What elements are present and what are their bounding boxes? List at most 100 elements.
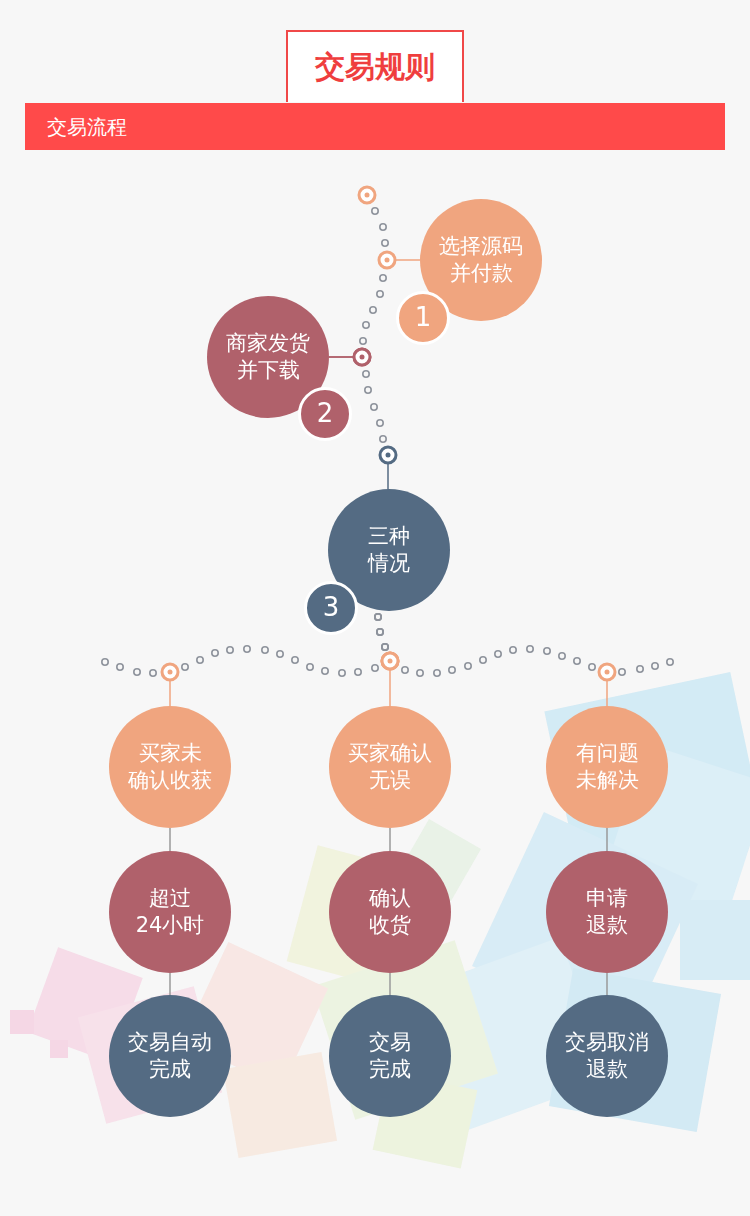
circle-shape <box>329 706 451 828</box>
connector-line <box>169 973 171 995</box>
circle-fill <box>109 995 231 1117</box>
joint-center <box>605 670 610 675</box>
joint-center <box>360 355 365 360</box>
step-label: 申请 退款 <box>586 885 628 940</box>
chain-dot <box>382 240 388 246</box>
connector-line <box>606 680 608 706</box>
section-band: 交易流程 <box>25 103 725 150</box>
flow-connector <box>170 828 171 851</box>
chain-dot <box>495 651 501 657</box>
chain-dot <box>667 659 673 665</box>
chain-dot <box>134 669 140 675</box>
circle-fill <box>329 851 451 973</box>
chain-dot <box>150 670 156 676</box>
step-circle: 商家发货 并下载2 <box>207 296 329 418</box>
chain-dot <box>449 667 455 673</box>
circle-fill <box>329 706 451 828</box>
connector-line <box>329 356 354 358</box>
step-label: 三种 情况 <box>368 523 410 578</box>
chain-dot <box>371 404 377 410</box>
circle-shape <box>329 995 451 1117</box>
joint-center <box>386 453 391 458</box>
chain-dot <box>372 208 378 214</box>
chain-dot <box>377 629 383 635</box>
joint-ring <box>382 653 398 669</box>
step-label: 买家未 确认收获 <box>128 740 212 795</box>
callout-number: 1 <box>415 301 432 335</box>
joint-center <box>168 670 173 675</box>
chain-dot <box>182 664 188 670</box>
chain-dot <box>434 670 440 676</box>
step-circle: 确认 收货 <box>329 851 451 973</box>
chain-dot <box>559 653 565 659</box>
step-circle: 申请 退款 <box>546 851 668 973</box>
step-circle: 选择源码 并付款1 <box>420 199 542 321</box>
title-box: 交易规则 <box>286 30 464 102</box>
chain-dot <box>377 629 383 635</box>
circle-fill <box>109 706 231 828</box>
chain-dot <box>510 647 516 653</box>
chain-dot <box>382 644 388 650</box>
joint-center <box>388 659 393 664</box>
chain-dot <box>363 322 369 328</box>
chain-dot <box>574 658 580 664</box>
chain-dot <box>365 387 371 393</box>
flow-connector <box>390 973 391 995</box>
connector-line <box>389 973 391 995</box>
circle-fill <box>306 583 357 634</box>
connector-line <box>389 828 391 851</box>
joint-ring <box>599 664 615 680</box>
chain-dot <box>375 614 381 620</box>
flow-connector <box>607 973 608 995</box>
chain-dot <box>355 669 361 675</box>
chain-dot <box>375 614 381 620</box>
chain-dot <box>382 644 388 650</box>
circle-fill <box>546 706 668 828</box>
chain-dot <box>262 647 268 653</box>
circle-fill <box>300 389 351 440</box>
circle-shape <box>109 995 231 1117</box>
joint-ring <box>359 187 375 203</box>
joint-ring <box>380 447 396 463</box>
step-circle: 交易自动 完成 <box>109 995 231 1117</box>
chain-dot <box>619 669 625 675</box>
joint-center <box>388 659 393 664</box>
joint-center <box>365 193 370 198</box>
callout-number: 3 <box>323 591 340 625</box>
chain-dot <box>637 666 643 672</box>
chain-dot <box>360 338 366 344</box>
chain-dot <box>372 665 378 671</box>
step-circle: 买家未 确认收获 <box>109 706 231 828</box>
joint-ring <box>162 664 178 680</box>
step-circle: 三种 情况3 <box>328 489 450 611</box>
title-text: 交易规则 <box>315 47 435 88</box>
joint-center <box>385 258 390 263</box>
callout-number: 2 <box>317 397 334 431</box>
chain-dot <box>377 291 383 297</box>
step-label: 买家确认 无误 <box>348 740 432 795</box>
chain-dot <box>102 659 108 665</box>
circle-fill <box>109 851 231 973</box>
step-circle: 交易 完成 <box>329 995 451 1117</box>
chain-dot <box>370 307 376 313</box>
step-circle: 超过 24小时 <box>109 851 231 973</box>
chain-dot <box>244 646 250 652</box>
flow-connector <box>375 614 398 706</box>
step-label: 交易 完成 <box>369 1029 411 1084</box>
circle-shape <box>109 851 231 973</box>
chain-dot <box>544 648 550 654</box>
chain-dot <box>307 664 313 670</box>
circle-fill <box>398 293 449 344</box>
flow-connector <box>170 973 171 995</box>
joint-ring <box>382 653 398 669</box>
connector-line <box>169 680 171 706</box>
chain-dot <box>527 646 533 652</box>
chain-dot <box>652 663 658 669</box>
circle-shape <box>546 706 668 828</box>
chain-dot <box>322 668 328 674</box>
circle-shape <box>546 851 668 973</box>
flow-connector <box>607 828 608 851</box>
chain-dot <box>363 371 369 377</box>
joint-center <box>360 355 365 360</box>
